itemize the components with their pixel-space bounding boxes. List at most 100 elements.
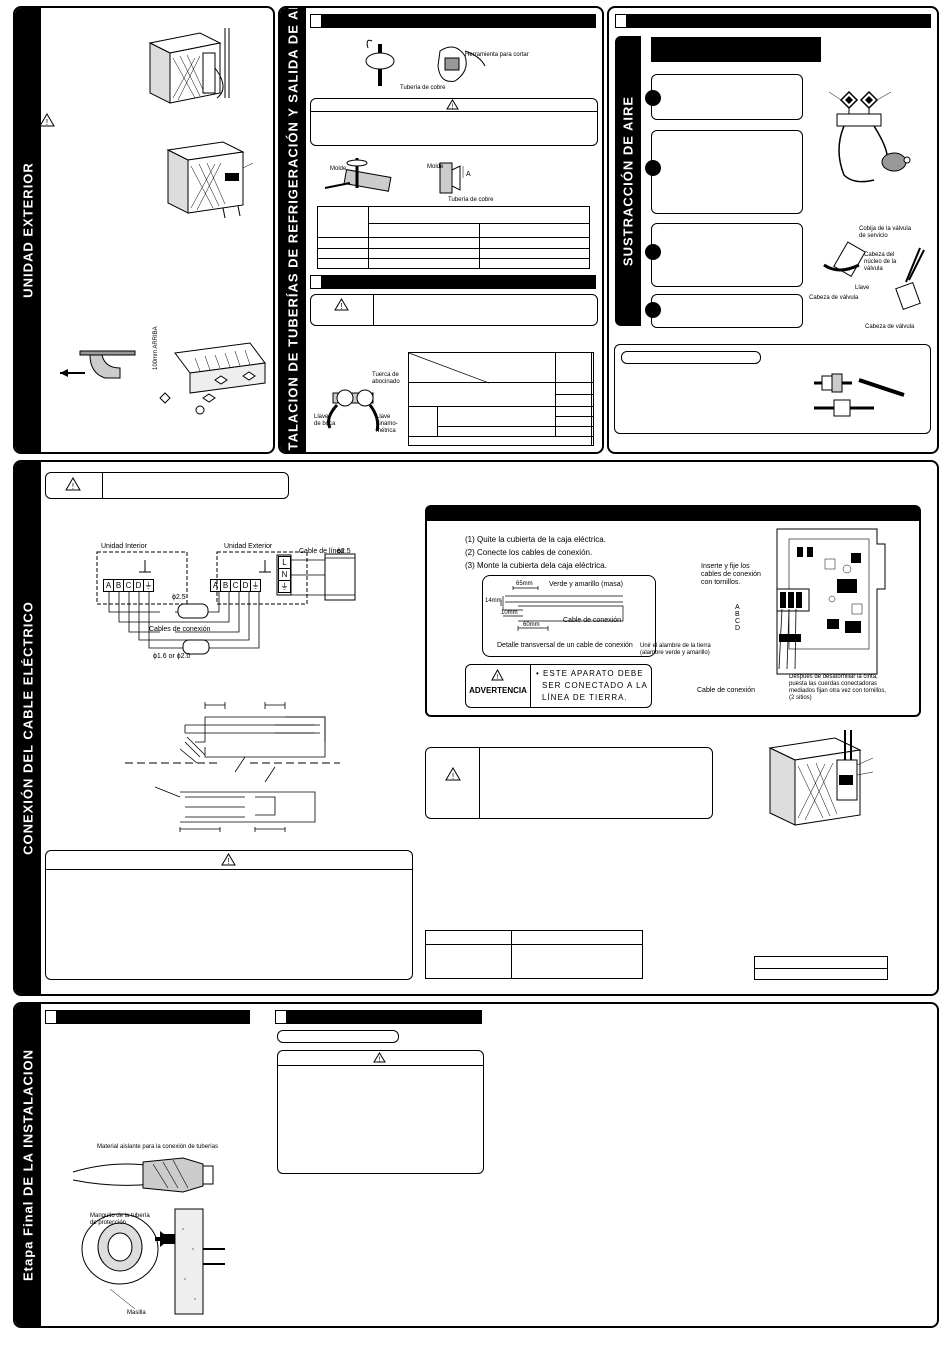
terminal: B [114, 579, 124, 592]
torque-wrench-label: Llave dinamo-métrica [376, 414, 398, 434]
insert-fix-line-1: Inserte y fije los [701, 563, 750, 570]
step-bullet-4 [645, 302, 661, 318]
indoor-unit-label: Unidad Interior [101, 543, 147, 550]
outdoor-unit-drawing-2 [166, 141, 254, 219]
subsection-header-3 [615, 14, 931, 28]
adv-line-3: LÍNEA DE TIERRA. [542, 693, 628, 702]
box-wrench-label: Llave de boca [314, 414, 336, 427]
wiring-diagram [96, 551, 356, 655]
caution-box-left: ! [45, 850, 413, 980]
terminal-c: C [735, 618, 741, 625]
step-box-3 [651, 223, 803, 287]
subsection-header-1 [310, 14, 596, 28]
dim-60-label: 60mm [523, 622, 540, 628]
advertencia-box: ! ADVERTENCIA • ESTE APARATO DEBE SER CO… [465, 664, 652, 708]
copper-pipe-label: Tubería de cobre [400, 85, 446, 91]
step-2: (2) Conecte los cables de conexión. [465, 548, 593, 557]
ground-wire-line-2: (alambre verde y amarillo) [640, 650, 710, 656]
terminal: N [278, 569, 291, 581]
terminal-block-outdoor: A B C D ⏚ [210, 579, 261, 592]
line-cable-label: Cable de línea [299, 548, 345, 555]
flare-detail-drawing [439, 162, 464, 194]
warning-triangle-icon: ! [446, 99, 459, 111]
section-title: UNIDAD EXTERIOR [20, 162, 36, 298]
control-board-drawing [776, 528, 886, 675]
svg-text:!: ! [379, 1057, 381, 1064]
outdoor-unit-drawing [148, 28, 230, 104]
line-size-label: ϕ2.5 [337, 548, 351, 555]
after-tape-line-4: (2 sitios) [789, 695, 812, 701]
section-title: Etapa Final DE LA INSTALACION [20, 1049, 36, 1281]
step-bullet-2 [645, 160, 661, 176]
terminal-a: A [735, 604, 740, 611]
sleeve-label-1: Manguito de la tubería [90, 1213, 150, 1219]
section-unidad-exterior: UNIDAD EXTERIOR ! [13, 6, 275, 454]
mold-label-2: Molde [427, 164, 444, 170]
terminal: C [231, 579, 241, 592]
after-tape-line-1: Después de desatornillar la cinta, [789, 674, 878, 680]
section-band: Etapa Final DE LA INSTALACION [15, 1004, 41, 1326]
section-sustraccion: SUSTRACCIÓN DE AIRE Cobija de la válvula… [607, 6, 939, 454]
step-3: (3) Monte la cubierta dela caja eléctric… [465, 561, 607, 570]
pipe-cutter-drawing [365, 39, 486, 86]
section-title: SUSTRACCIÓN DE AIRE [620, 95, 636, 267]
caution-box-final: ! [277, 1050, 484, 1174]
valve-core-head-label: Cabeza del núcleo de la válvula [864, 252, 897, 272]
cable-cross-section-box: 65mm 14mm 10mm 60mm Verde y amarillo (ma… [482, 575, 656, 657]
step-box-4 [651, 294, 803, 328]
terminal: D [134, 579, 144, 592]
terminal-d: D [735, 625, 741, 632]
svg-text:!: ! [340, 302, 342, 311]
wire-stripping-diagram [125, 702, 340, 832]
step-bullet-3 [645, 244, 661, 260]
adv-line-1: • ESTE APARATO DEBE [536, 669, 644, 678]
cross-section-label: Detalle transversal de un cable de conex… [497, 642, 633, 649]
svg-text:!: ! [452, 772, 454, 781]
step-bullet-1 [645, 90, 661, 106]
warning-triangle-icon: ! [373, 1052, 386, 1064]
copper-pipe-label-2: Tubería de cobre [448, 197, 494, 203]
adv-line-2: SER CONECTADO A LA [542, 681, 648, 690]
after-tape-line-2: puesta las cuerdas conectadoras [789, 681, 878, 687]
service-valve-nut-label: Cobija de la válvula de servicio [859, 226, 912, 239]
section-title: CONEXIÓN DEL CABLE ELÉCTRICO [20, 601, 36, 855]
flare-table [317, 205, 590, 270]
advertencia-label: ADVERTENCIA [469, 686, 527, 695]
dim-a-label: A [466, 171, 471, 178]
terminal: C [124, 579, 134, 592]
terminal: D [241, 579, 251, 592]
terminal: A [210, 579, 221, 592]
panel-header-bar [427, 507, 919, 521]
unit-base-drawing [174, 342, 266, 415]
cable-spec-table [425, 930, 643, 979]
section-band: UNIDAD EXTERIOR [15, 8, 41, 452]
drain-label: 100mm ARRIBA [153, 326, 159, 370]
section-tuberias: INSTALACION DE TUBERÍAS DE REFRIGERACIÓN… [278, 6, 604, 454]
sustraccion-heading-bar [651, 37, 821, 62]
breaker-table [754, 956, 888, 980]
svg-text:!: ! [497, 674, 499, 681]
valve-head-label: Cabeza de válvula [809, 295, 859, 301]
subsection-header-5a [45, 1010, 250, 1024]
putty-label: Masilla [127, 1310, 146, 1316]
gauge-manifold-drawing [828, 90, 911, 183]
green-yellow-label: Verde y amarillo (masa) [549, 581, 623, 588]
insulation-label: Material aislante para la conexión de tu… [97, 1144, 219, 1150]
mid-size-label: ϕ2.5 [172, 594, 186, 601]
warning-triangle-icon: ! [221, 853, 236, 866]
svg-text:!: ! [227, 857, 229, 866]
subsection-header-2 [310, 275, 596, 289]
subsection-header-5b [275, 1010, 482, 1024]
section-band: INSTALACION DE TUBERÍAS DE REFRIGERACIÓN… [280, 8, 306, 452]
warning-triangle-icon: ! [491, 668, 504, 681]
warning-triangle-icon: ! [334, 298, 349, 311]
warning-triangle-icon: ! [39, 113, 55, 127]
torque-table [408, 352, 595, 446]
dim-10-label: 10mm [501, 610, 518, 616]
terminal: ⏚ [251, 579, 261, 592]
sleeve-label-2: de protección [90, 1220, 127, 1226]
warning-triangle-icon: ! [445, 767, 461, 781]
torque-wrench-drawing [327, 389, 380, 432]
flare-joint-drawing [814, 373, 905, 417]
wall-sleeve-drawing [81, 1208, 225, 1315]
